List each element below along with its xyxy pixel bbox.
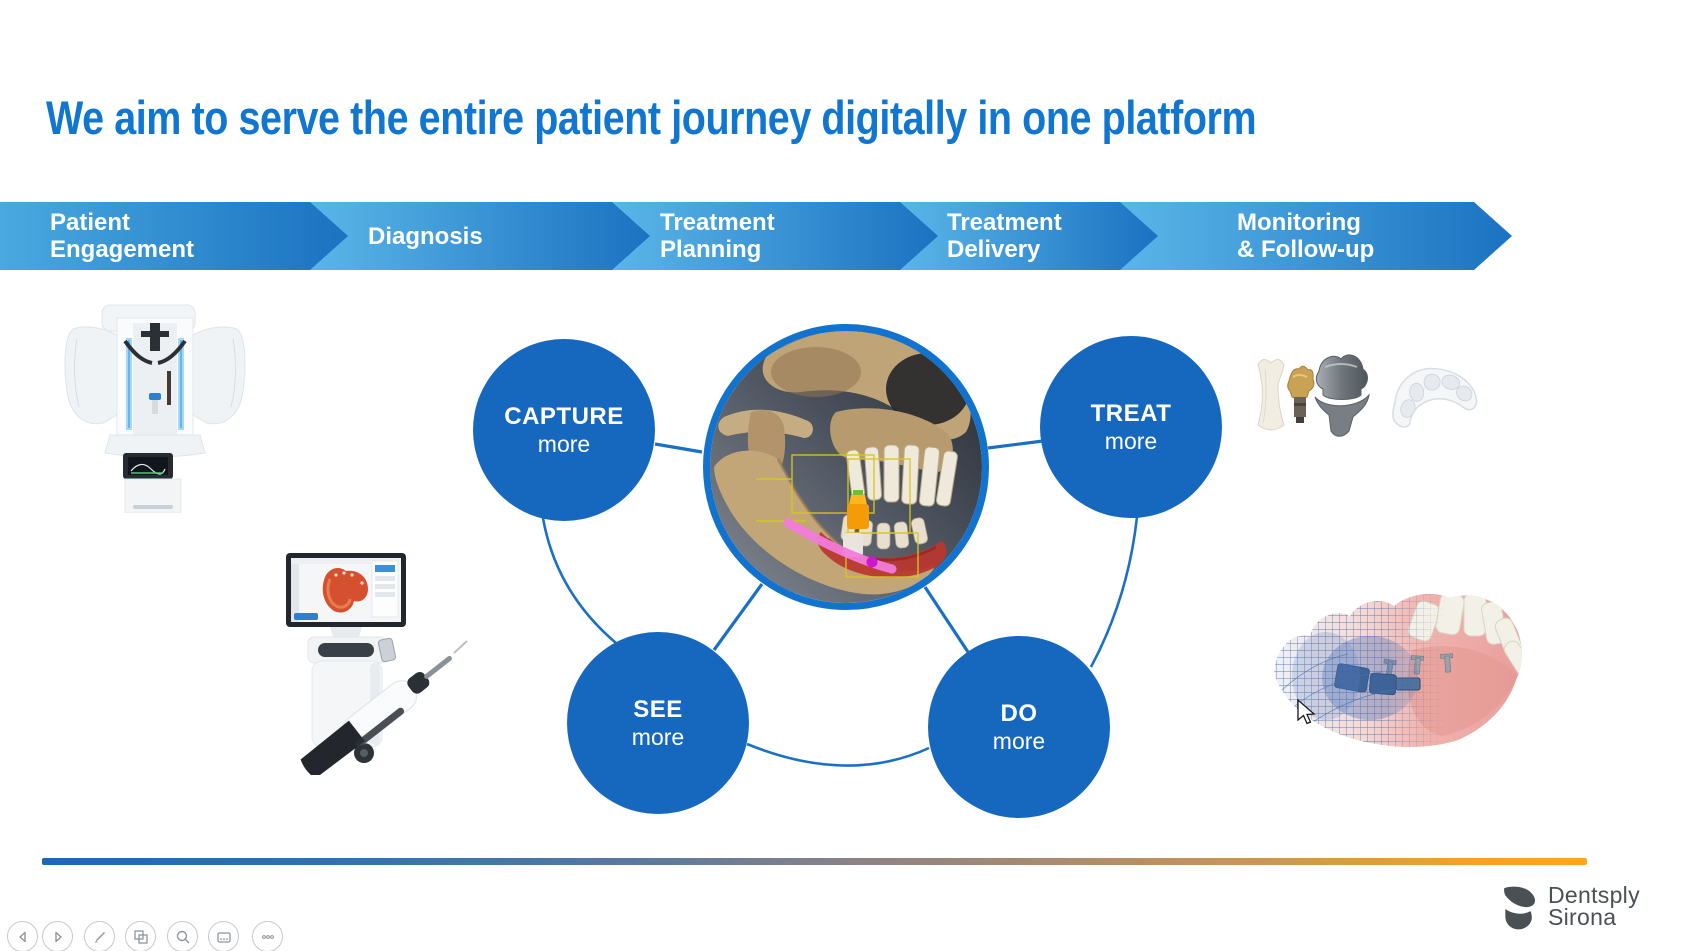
pen-tool-button[interactable] — [84, 921, 115, 951]
mouse-cursor — [1297, 698, 1316, 725]
next-slide-icon — [54, 931, 62, 942]
bubble-capture-sub: more — [537, 430, 591, 457]
stage-treatment-planning: Treatment Planning — [660, 209, 775, 263]
ellipsis-icon — [261, 934, 274, 939]
bubble-capture-word: CAPTURE — [504, 402, 624, 430]
stage-monitoring-followup: Monitoring & Follow-up — [1237, 209, 1375, 263]
intraoral-scanner-cart — [286, 553, 468, 775]
page-title-text: We aim to serve the entire patient journ… — [46, 91, 1257, 144]
previous-slide-icon — [18, 931, 26, 942]
bubble-treat: TREAT more — [1040, 336, 1222, 518]
bubble-see-sub: more — [631, 723, 685, 750]
bubble-do-word: DO — [1000, 699, 1038, 727]
captions-icon — [216, 931, 231, 943]
stage-patient-engagement: Patient Engagement — [50, 209, 195, 263]
stage-diagnosis: Diagnosis — [368, 222, 483, 250]
next-slide-button[interactable] — [42, 921, 73, 951]
page-title: We aim to serve the entire patient journ… — [46, 90, 1666, 145]
see-all-slides-button[interactable] — [125, 921, 156, 951]
zoom-slide-button[interactable] — [167, 921, 198, 951]
dentsply-sirona-wordmark: Dentsply Sirona — [1548, 882, 1640, 930]
bubble-see-word: SEE — [633, 695, 683, 723]
captions-button[interactable] — [208, 921, 239, 951]
bubble-do-sub: more — [992, 727, 1046, 754]
more-options-button[interactable] — [252, 921, 283, 951]
stage-treatment-delivery: Treatment Delivery — [947, 209, 1062, 263]
logo-line2: Sirona — [1548, 904, 1617, 930]
previous-slide-button[interactable] — [7, 921, 38, 951]
bubble-treat-word: TREAT — [1090, 399, 1172, 427]
all-slides-icon — [133, 929, 148, 944]
bubble-capture: CAPTURE more — [473, 339, 655, 521]
implant-abutments — [1257, 354, 1478, 437]
cbct-imaging-unit — [64, 304, 246, 513]
logo-line1: Dentsply — [1548, 882, 1640, 908]
bubble-see: SEE more — [567, 632, 749, 814]
bubble-do: DO more — [928, 636, 1110, 818]
process-banner — [0, 202, 1512, 270]
footer-gradient-rule — [42, 858, 1587, 865]
cbct-skull-scan — [703, 324, 989, 610]
bubble-treat-sub: more — [1104, 427, 1158, 454]
pen-icon — [94, 931, 105, 943]
denture-mesh-model — [1274, 593, 1522, 747]
dentsply-sirona-logo-icon — [1504, 886, 1536, 930]
magnifier-icon — [176, 930, 189, 943]
